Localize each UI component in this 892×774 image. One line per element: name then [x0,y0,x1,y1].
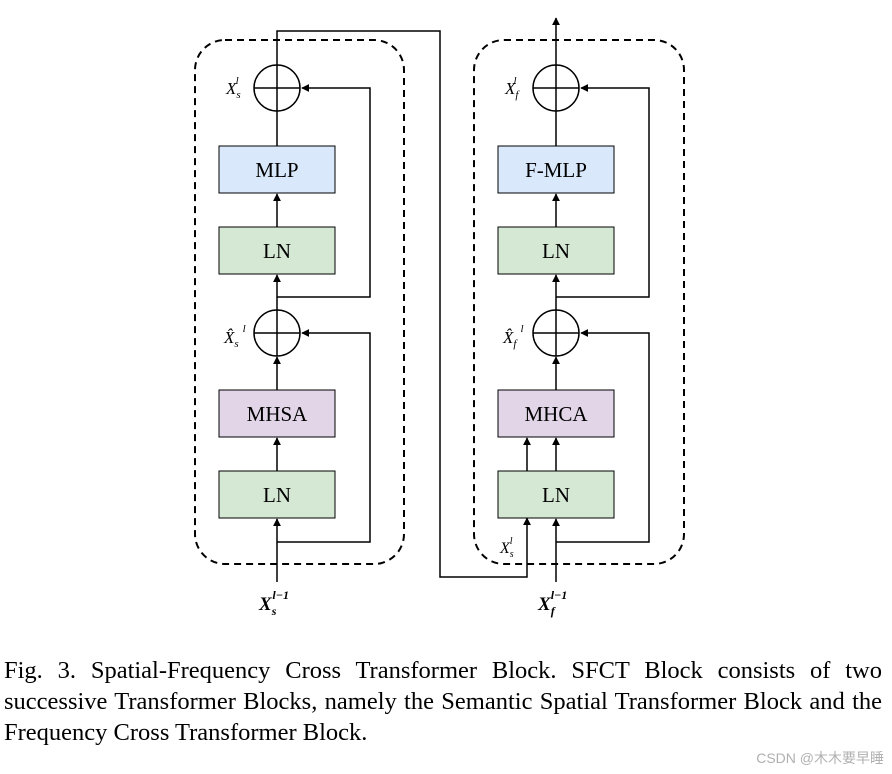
spatial-residual-2-line [277,84,371,298]
spatial-mid-var: X̂sl [223,323,246,350]
frequency-out-var: Xfl [504,75,520,101]
frequency-fmlp-label: F-MLP [525,158,587,182]
spatial-mhsa-label: MHSA [247,402,309,426]
frequency-ln-bottom-box [497,470,615,519]
spatial-add-1-icon [253,309,301,357]
frequency-ln-bottom-label: LN [542,483,570,507]
frequency-add-1-icon [532,309,580,357]
frequency-residual-1-line [556,329,650,543]
figure-caption: Fig. 3. Spatial-Frequency Cross Transfor… [4,657,882,746]
frequency-add-2-icon [532,64,580,112]
frequency-transformer-block: LN MHCA X̂fl LN F-MLP Xfl [473,17,685,618]
frequency-cross-var: Xsl [499,536,514,560]
frequency-fmlp-box [497,145,615,194]
spatial-to-frequency-link [276,30,531,578]
spatial-mlp-box [218,145,336,194]
spatial-ln-bottom-label: LN [263,483,291,507]
frequency-mhca-box [497,389,615,438]
frequency-block-border [473,39,685,565]
spatial-ln-bottom-box [218,470,336,519]
spatial-residual-1-line [277,329,371,543]
sfct-block-diagram: LN MHSA X̂sl LN MLP Xsl Xsl [194,17,685,618]
spatial-ln-top-box [218,226,336,275]
spatial-mhsa-box [218,389,336,438]
spatial-block-border [194,39,405,565]
spatial-out-var: Xsl [225,75,241,101]
spatial-ln-top-label: LN [263,239,291,263]
spatial-transformer-block: LN MHSA X̂sl LN MLP Xsl Xsl [194,39,405,618]
spatial-in-var: Xsl−1 [258,588,289,618]
frequency-ln-top-box [497,226,615,275]
frequency-ln-top-label: LN [542,239,570,263]
watermark: CSDN @木木要早睡 [756,750,884,766]
frequency-residual-2-line [556,84,650,298]
spatial-mlp-label: MLP [255,158,298,182]
spatial-add-2-icon [253,64,301,112]
frequency-in-var: Xfl−1 [537,588,567,618]
frequency-mhca-label: MHCA [524,402,588,426]
frequency-mid-var: X̂fl [502,323,524,350]
